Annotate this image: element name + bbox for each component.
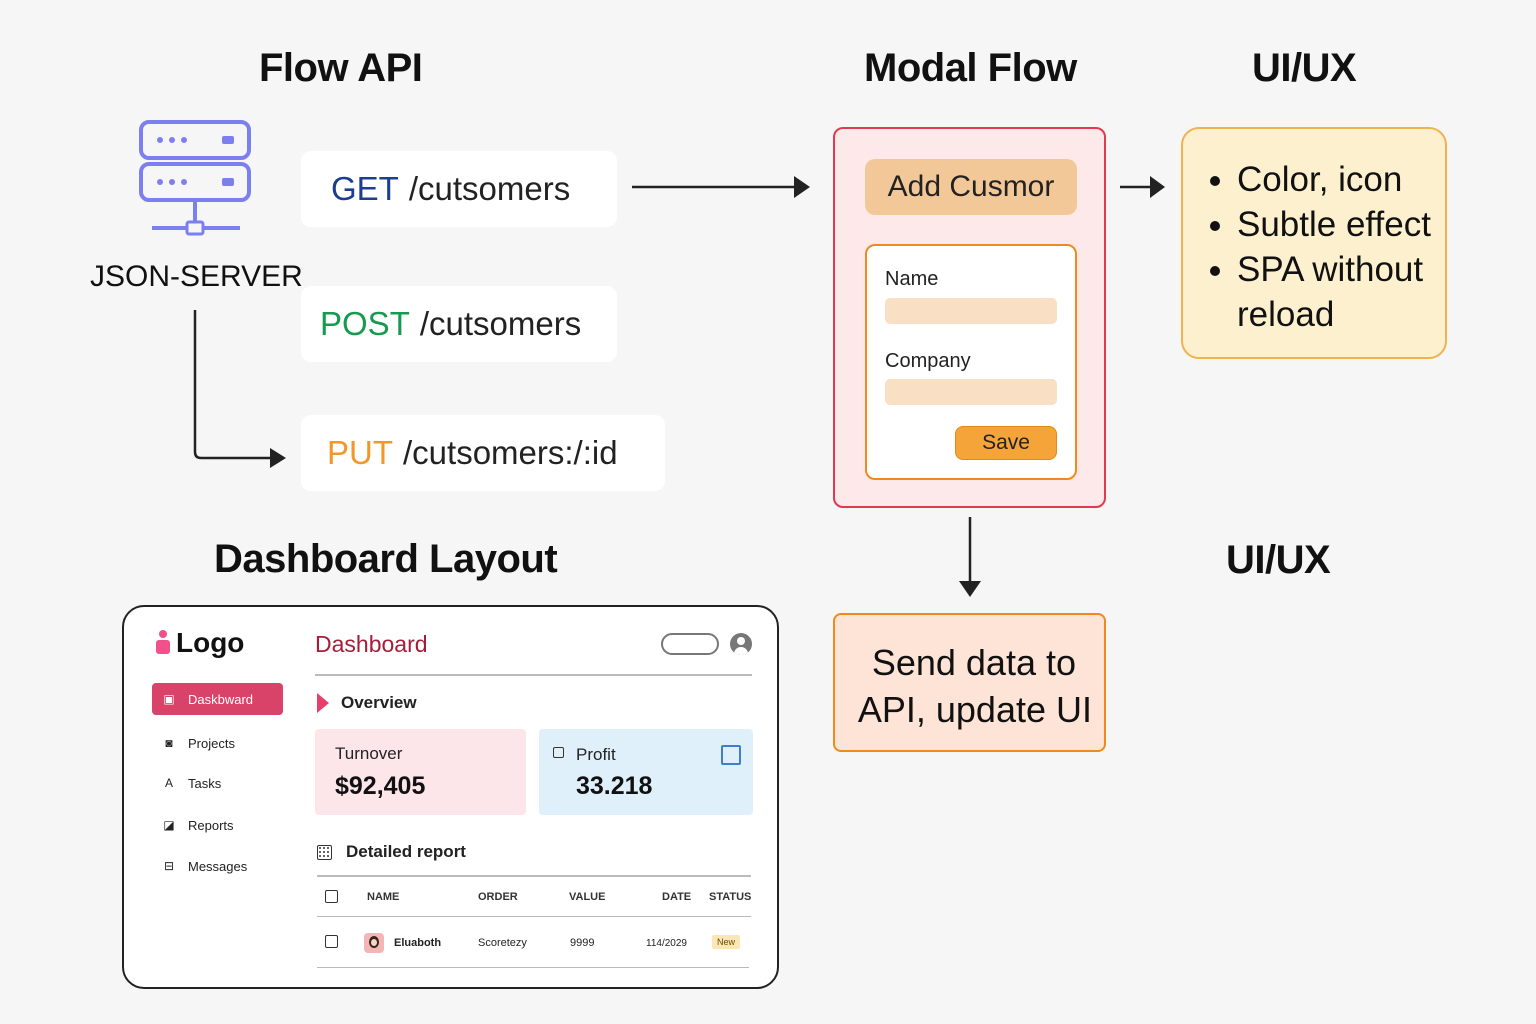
- uiux-title-top: UI/UX: [1252, 46, 1357, 90]
- table-bottom-divider: [317, 967, 749, 968]
- nav-label: Tasks: [188, 775, 222, 791]
- server-icon: [139, 120, 251, 236]
- cell-name: Eluaboth: [394, 937, 442, 949]
- tasks-icon: A: [164, 776, 173, 790]
- card-select-icon[interactable]: [721, 745, 741, 765]
- select-all-checkbox[interactable]: [325, 890, 338, 903]
- uiux-bullet: Color, icon: [1237, 157, 1445, 202]
- endpoint-path: /cutsomers: [408, 170, 571, 207]
- card-value: 33.218: [576, 772, 653, 800]
- uiux-features-box: Color, icon Subtle effect SPA without re…: [1181, 127, 1447, 359]
- report-heading: Detailed report: [317, 842, 466, 862]
- send-data-box: Send data to API, update UI: [833, 613, 1106, 752]
- customer-form: Name Company Save: [865, 244, 1077, 480]
- send-data-line: API, update UI: [857, 689, 1092, 730]
- send-data-line: Send data to: [871, 642, 1076, 683]
- column-header-date: DATE: [662, 891, 692, 903]
- add-customer-button[interactable]: Add Cusmor: [865, 159, 1077, 215]
- overview-label: Overview: [341, 693, 417, 712]
- endpoint-method: PUT: [327, 434, 393, 471]
- turnover-card: Turnover $92,405: [315, 729, 526, 815]
- dashboard-mockup: Logo ▣ Daskbward ◙ Projects A Tasks ◪ Re…: [122, 605, 779, 989]
- nav-label: Messages: [188, 858, 248, 874]
- reports-icon: ◪: [163, 818, 175, 832]
- avatar: [364, 933, 384, 953]
- card-value: $92,405: [335, 772, 426, 800]
- logo: Logo: [156, 627, 244, 659]
- endpoint-post: POST /cutsomers: [301, 286, 617, 362]
- projects-icon: ◙: [165, 736, 173, 750]
- endpoint-path: /cutsomers:/:id: [403, 434, 618, 471]
- profit-card: Profit 33.218: [539, 729, 753, 815]
- dashboard-layout-title: Dashboard Layout: [214, 537, 558, 581]
- report-grid-icon: [317, 844, 332, 860]
- cell-order: Scoretezy: [478, 937, 527, 949]
- column-header-name: NAME: [367, 891, 400, 903]
- modal-container: Add Cusmor Name Company Save: [833, 127, 1106, 508]
- server-label: JSON-SERVER: [90, 260, 303, 293]
- report-divider: [317, 875, 751, 877]
- card-label: Turnover: [335, 744, 403, 763]
- nav-item-reports[interactable]: ◪ Reports: [152, 809, 283, 841]
- dashboard-icon: ▣: [163, 692, 175, 706]
- column-header-status: STATUS: [709, 891, 752, 903]
- endpoint-get: GET /cutsomers: [301, 151, 617, 227]
- cell-date: 114/2029: [646, 938, 687, 949]
- row-checkbox[interactable]: [325, 935, 338, 948]
- nav-label: Projects: [188, 735, 235, 751]
- cell-value: 9999: [570, 937, 595, 949]
- logo-text: Logo: [176, 627, 245, 658]
- column-header-value: VALUE: [569, 891, 606, 903]
- endpoint-put: PUT /cutsomers:/:id: [301, 415, 665, 491]
- nav-label: Reports: [188, 817, 234, 833]
- messages-icon: ⊟: [163, 859, 175, 873]
- save-button[interactable]: Save: [955, 426, 1057, 460]
- toggle-switch[interactable]: [661, 633, 719, 655]
- header-divider: [315, 674, 752, 676]
- arrow-server-to-put: [193, 310, 276, 460]
- status-badge: New: [712, 935, 741, 949]
- logo-icon: [156, 630, 170, 656]
- endpoint-method: GET: [331, 170, 399, 207]
- profit-checkbox-icon: [553, 747, 564, 758]
- endpoint-path: /cutsomers: [419, 305, 582, 342]
- card-label: Profit: [576, 745, 616, 764]
- table-header-divider: [317, 916, 751, 917]
- column-header-order: ORDER: [478, 891, 518, 903]
- nav-item-projects[interactable]: ◙ Projects: [152, 727, 283, 759]
- endpoint-method: POST: [320, 305, 410, 342]
- chevron-right-icon: [317, 693, 329, 713]
- flow-api-title: Flow API: [259, 46, 423, 90]
- name-field[interactable]: [885, 298, 1057, 324]
- modal-flow-title: Modal Flow: [864, 46, 1077, 90]
- name-label: Name: [885, 268, 939, 290]
- nav-item-messages[interactable]: ⊟ Messages: [152, 850, 283, 882]
- uiux-bullet: Subtle effect: [1237, 202, 1445, 247]
- report-title: Detailed report: [346, 842, 466, 861]
- user-avatar-icon[interactable]: [730, 633, 752, 655]
- nav-item-tasks[interactable]: A Tasks: [152, 767, 283, 799]
- uiux-title-bottom: UI/UX: [1226, 538, 1331, 582]
- overview-heading: Overview: [317, 693, 417, 713]
- nav-item-dashboard[interactable]: ▣ Daskbward: [152, 683, 283, 715]
- uiux-bullet: SPA without reload: [1237, 247, 1445, 337]
- nav-label: Daskbward: [188, 691, 254, 707]
- company-field[interactable]: [885, 379, 1057, 405]
- company-label: Company: [885, 350, 971, 372]
- page-title: Dashboard: [315, 631, 428, 657]
